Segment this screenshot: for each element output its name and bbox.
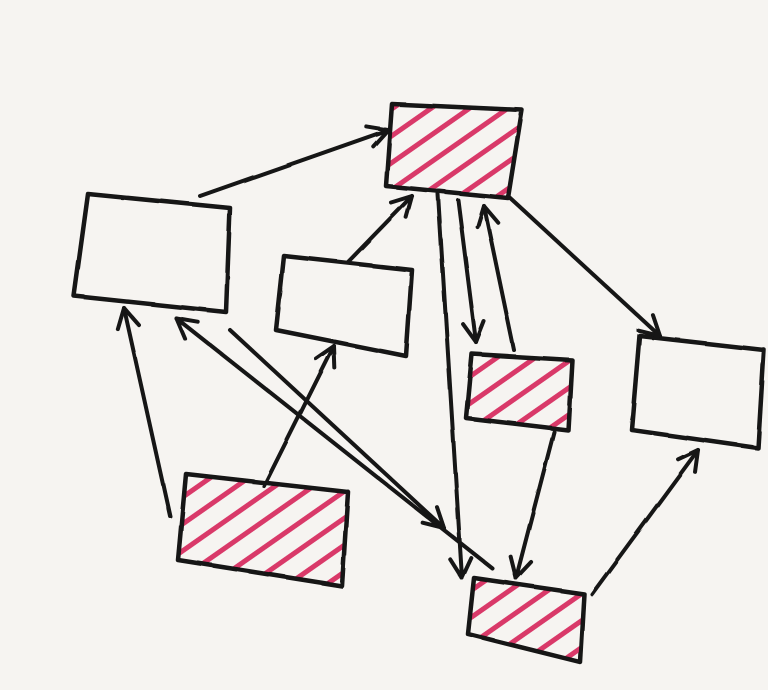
- edge-left-to-bottom-right: [228, 328, 446, 530]
- node-top-center: [383, 101, 525, 201]
- node-bottom-left: [175, 471, 351, 589]
- edges-layer: [122, 128, 700, 596]
- node-outline: [383, 101, 525, 201]
- node-middle-right: [463, 351, 575, 433]
- arrowhead-top-center-to-right: [636, 313, 662, 338]
- edge-bottom-right-to-right: [590, 448, 700, 596]
- edge-top-center-to-middle-right: [456, 198, 478, 344]
- arrowhead-left-to-bottom-right: [420, 505, 446, 530]
- edge-middle-right-to-top-center: [482, 204, 516, 352]
- arrowhead-bottom-left-to-left: [115, 306, 141, 332]
- node-outline: [629, 333, 767, 451]
- arrowheads-layer: [115, 124, 700, 580]
- node-hatch-fill: [178, 474, 348, 586]
- arrowhead-center-small-to-top-center: [388, 194, 414, 220]
- edge-top-center-to-right: [506, 194, 662, 338]
- node-outline: [175, 471, 351, 589]
- node-outline: [273, 253, 415, 359]
- edge-center-small-to-top-center: [346, 194, 414, 264]
- arrowhead-bottom-right-to-right: [676, 448, 700, 474]
- node-hatch-fill: [386, 104, 522, 198]
- arrowhead-left-to-top-center: [364, 124, 390, 149]
- node-center-small: [273, 253, 415, 359]
- node-hatch-fill: [466, 354, 572, 430]
- arrowhead-middle-right-to-bottom-right: [508, 554, 534, 580]
- node-right: [629, 333, 767, 451]
- node-left: [71, 191, 233, 315]
- node-outline: [465, 575, 587, 665]
- nodes-layer: [71, 101, 767, 665]
- arrowhead-middle-right-to-top-center: [475, 204, 501, 230]
- arrowhead-bottom-right-to-left: [174, 316, 200, 341]
- node-bottom-right: [465, 575, 587, 665]
- edge-bottom-left-to-left: [122, 306, 172, 518]
- arrowhead-top-center-to-bottom-right: [448, 556, 474, 580]
- edge-left-to-top-center: [198, 128, 390, 198]
- edge-middle-right-to-bottom-right: [514, 430, 556, 580]
- node-outline: [71, 191, 233, 315]
- arrowhead-top-center-to-middle-right: [461, 319, 487, 344]
- edge-top-center-to-bottom-right: [436, 192, 464, 580]
- node-outline: [463, 351, 575, 433]
- arrowhead-bottom-left-to-center-small: [313, 344, 337, 370]
